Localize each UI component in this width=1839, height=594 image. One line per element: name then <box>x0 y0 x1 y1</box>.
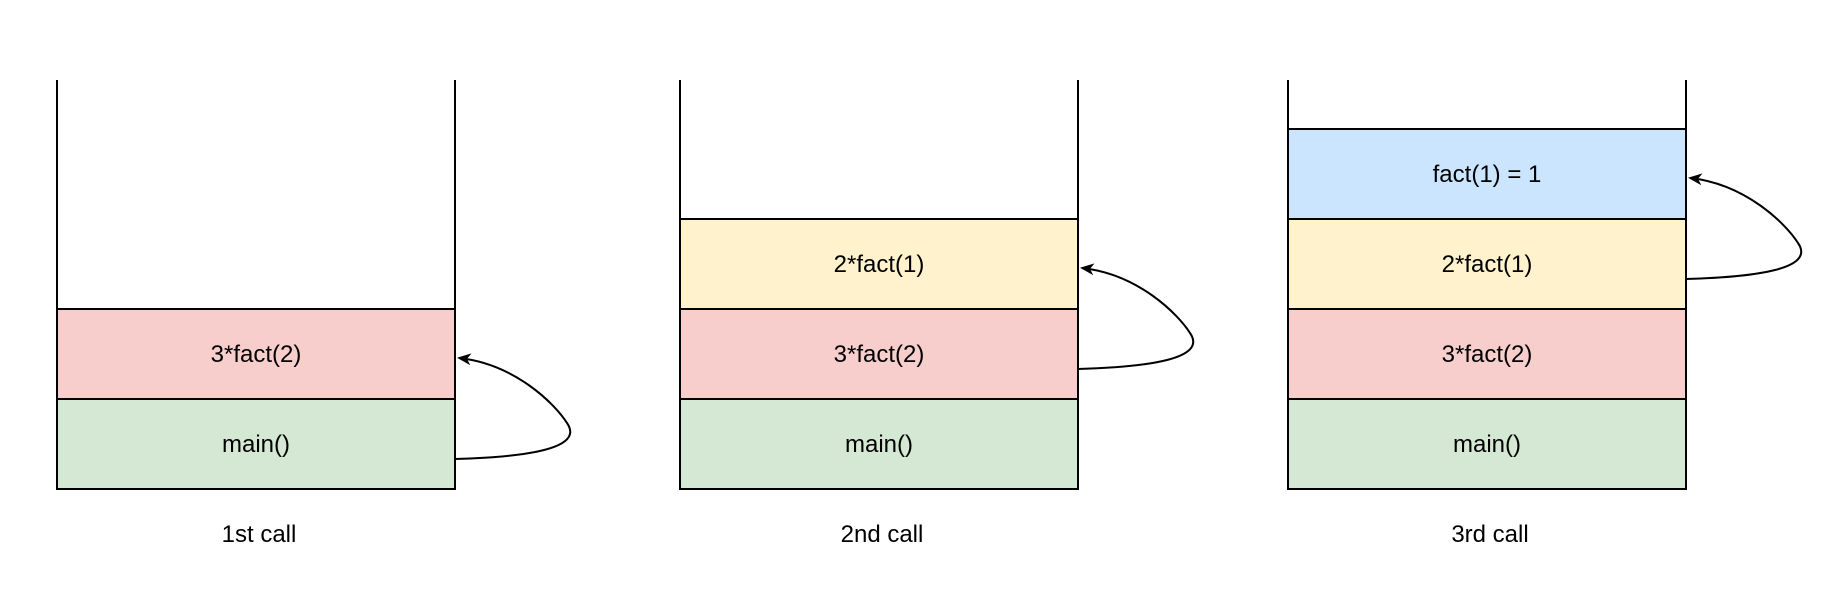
stack-caption: 2nd call <box>841 521 924 548</box>
stack-frame-fact2 <box>56 308 456 400</box>
stack-caption: 1st call <box>222 521 297 548</box>
stack-frame-label: 3*fact(2) <box>834 341 925 368</box>
stack-3: main() 3*fact(2) 2*fact(1) fact(1) = 1 3rd c… <box>1287 80 1803 548</box>
stack-frame-base <box>1287 128 1687 220</box>
stack-frame-label: main() <box>222 431 290 458</box>
recursion-arrow <box>1077 263 1195 370</box>
stack-frame-label: 2*fact(1) <box>1442 251 1533 278</box>
stack-frame-label: 3*fact(2) <box>211 341 302 368</box>
recursion-arrow <box>454 353 572 460</box>
stacks-layer: main() 3*fact(2) 1st call main() 3*fact(2) 2*… <box>56 80 1803 548</box>
stack-caption: 3rd call <box>1451 521 1528 548</box>
stack-frame-label: main() <box>1453 431 1521 458</box>
stack-frame-label: 3*fact(2) <box>1442 341 1533 368</box>
stack-frame-label: main() <box>845 431 913 458</box>
stack-frame-label: 2*fact(1) <box>834 251 925 278</box>
recursion-arrow <box>1685 173 1803 280</box>
stack-frame-label: fact(1) = 1 <box>1433 161 1542 188</box>
stack-2: main() 3*fact(2) 2*fact(1) 2nd call <box>679 80 1195 548</box>
stack-1: main() 3*fact(2) 1st call <box>56 80 572 548</box>
stack-frame-main <box>56 398 456 490</box>
